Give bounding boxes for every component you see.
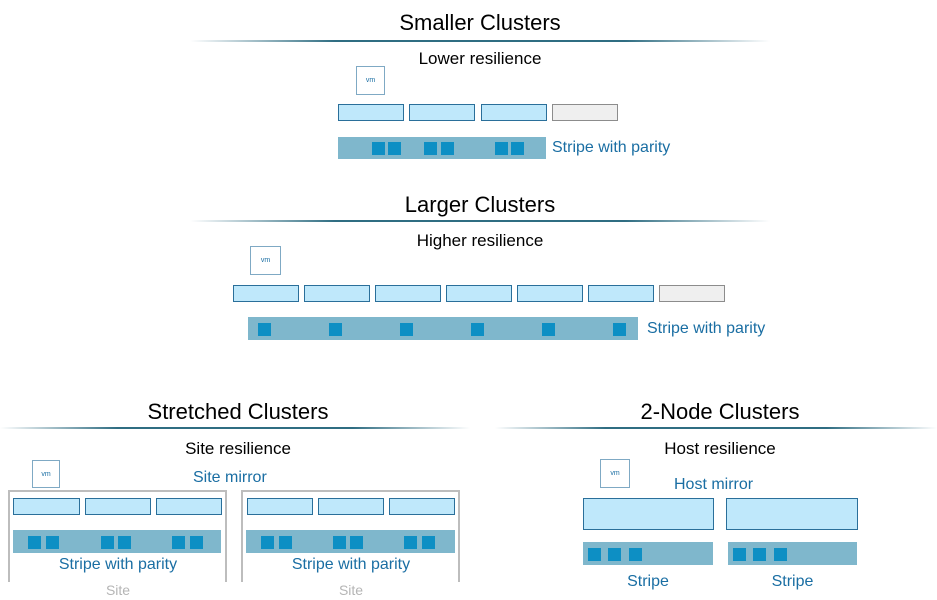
host-node [338, 104, 404, 121]
host-node [583, 498, 714, 530]
data-block [329, 322, 342, 336]
host-node [726, 498, 858, 530]
site-container [8, 490, 227, 582]
data-block [28, 535, 41, 549]
host-node [375, 285, 441, 302]
host-node [446, 285, 512, 302]
vm-icon-label: vm [41, 470, 51, 478]
host-node [233, 285, 299, 302]
host-node [318, 498, 384, 515]
stripe-label: Stripe with parity [58, 556, 178, 573]
two-node-clusters-divider [495, 427, 937, 429]
smaller-clusters-divider [190, 40, 770, 42]
data-block [404, 535, 417, 549]
data-block [46, 535, 59, 549]
host-node [481, 104, 547, 121]
data-block [388, 142, 401, 155]
larger-clusters-title: Larger Clusters [404, 192, 556, 217]
data-block [422, 535, 435, 549]
stripe-bar [338, 137, 546, 159]
vm-icon-label: vm [365, 77, 376, 84]
data-block [511, 142, 524, 155]
stripe-label: Stripe [771, 573, 814, 590]
host-node [304, 285, 370, 302]
spare-host-node [552, 104, 618, 121]
vm-icon: vm [600, 459, 630, 488]
data-block [101, 535, 114, 549]
host-node [13, 498, 80, 515]
stripe-bar [248, 317, 638, 340]
stripe-bar [583, 542, 713, 565]
smaller-clusters-subtitle: Lower resilience [418, 49, 542, 68]
stretched-clusters-title: Stretched Clusters [147, 399, 329, 424]
host-node [409, 104, 475, 121]
stripe-label: Stripe with parity [647, 320, 766, 337]
data-block [350, 535, 363, 549]
two-node-clusters-title: 2-Node Clusters [640, 399, 800, 424]
stripe-label: Stripe [627, 573, 669, 590]
host-node [588, 285, 654, 302]
stripe-bar [13, 530, 221, 553]
data-block [495, 142, 508, 155]
data-block [261, 535, 274, 549]
data-block [588, 547, 601, 561]
host-node [389, 498, 455, 515]
spare-host-node [659, 285, 725, 302]
data-block [424, 142, 437, 155]
site-label: Site [105, 582, 131, 598]
host-node [517, 285, 583, 302]
data-block [279, 535, 292, 549]
data-block [190, 535, 203, 549]
stretched-clusters-divider [0, 427, 470, 429]
data-block [471, 322, 484, 336]
host-mirror-label: Host mirror [674, 476, 754, 493]
site-mirror-label: Site mirror [193, 469, 267, 486]
data-block [774, 547, 787, 561]
site-container [241, 490, 460, 582]
vm-icon-label: vm [260, 257, 271, 264]
data-block [258, 322, 271, 336]
data-block [118, 535, 131, 549]
data-block [400, 322, 413, 336]
two-node-clusters-subtitle: Host resilience [664, 439, 776, 458]
site-label: Site [338, 582, 364, 598]
data-block [542, 322, 555, 336]
data-block [172, 535, 185, 549]
data-block [629, 547, 642, 561]
stripe-label: Stripe with parity [291, 556, 411, 573]
larger-clusters-subtitle: Higher resilience [416, 231, 544, 250]
vm-icon: vm [250, 246, 281, 275]
data-block [608, 547, 621, 561]
stretched-clusters-subtitle: Site resilience [185, 439, 291, 458]
larger-clusters-divider [190, 220, 770, 222]
host-node [247, 498, 313, 515]
host-node [85, 498, 151, 515]
stripe-bar [246, 530, 455, 553]
stripe-bar [728, 542, 857, 565]
host-node [156, 498, 222, 515]
data-block [753, 547, 766, 561]
vm-icon: vm [32, 460, 60, 488]
data-block [733, 547, 746, 561]
smaller-clusters-title: Smaller Clusters [399, 10, 561, 35]
stripe-label: Stripe with parity [552, 139, 671, 156]
data-block [333, 535, 346, 549]
data-block [613, 322, 626, 336]
data-block [372, 142, 385, 155]
vm-icon: vm [356, 66, 385, 95]
data-block [441, 142, 454, 155]
vm-icon-label: vm [610, 470, 620, 477]
